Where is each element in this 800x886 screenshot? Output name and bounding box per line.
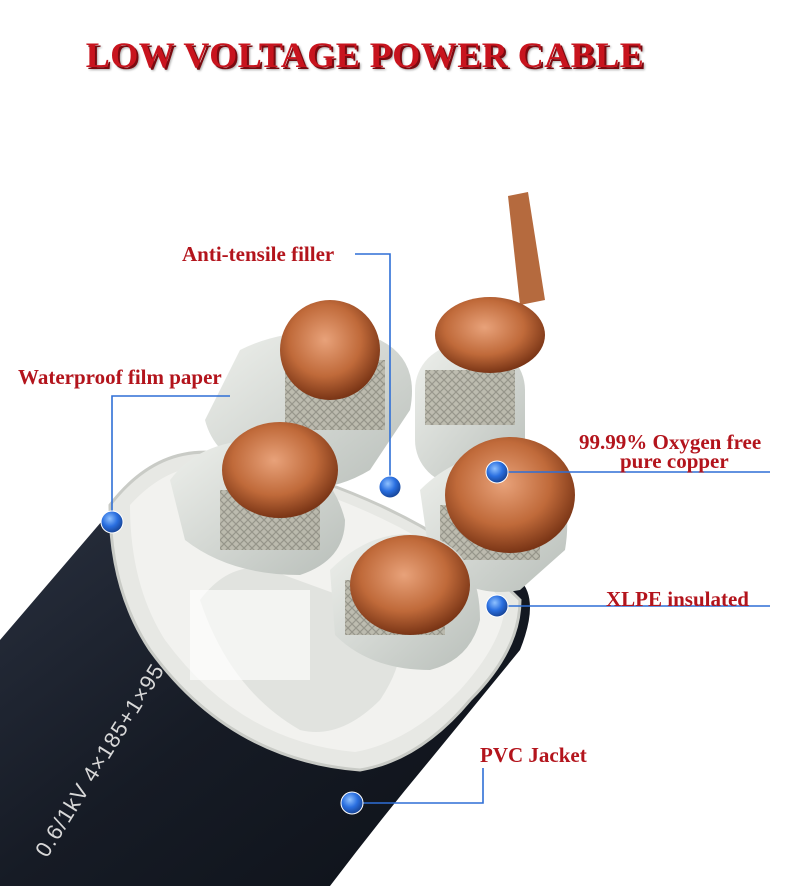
small-core-mesh — [425, 370, 515, 425]
protruding-wire — [508, 192, 545, 305]
core4-copper — [350, 535, 470, 635]
core2-copper — [222, 422, 338, 518]
label-waterproof-film-paper: Waterproof film paper — [18, 365, 222, 389]
label-copper-line2: pure copper — [620, 449, 729, 473]
filler-strands — [190, 590, 310, 680]
markers — [100, 460, 509, 815]
small-core-copper — [435, 297, 545, 373]
marker-jacket — [340, 791, 364, 815]
core3-copper — [445, 437, 575, 553]
label-anti-tensile-filler: Anti-tensile filler — [182, 242, 335, 266]
marker-copper — [485, 460, 509, 484]
page-title: LOW VOLTAGE POWER CABLE — [85, 35, 645, 75]
marker-filler — [378, 475, 402, 499]
label-pvc-jacket: PVC Jacket — [480, 743, 587, 767]
marker-xlpe — [485, 594, 509, 618]
core1-copper — [280, 300, 380, 400]
leader-filler — [355, 253, 391, 487]
marker-film — [100, 510, 124, 534]
label-xlpe-insulated: XLPE insulated — [606, 587, 749, 611]
label-copper-line1: 99.99% Oxygen free — [579, 430, 762, 454]
leader-film — [111, 395, 230, 522]
leader-lines — [111, 253, 770, 804]
leader-jacket — [352, 768, 484, 804]
